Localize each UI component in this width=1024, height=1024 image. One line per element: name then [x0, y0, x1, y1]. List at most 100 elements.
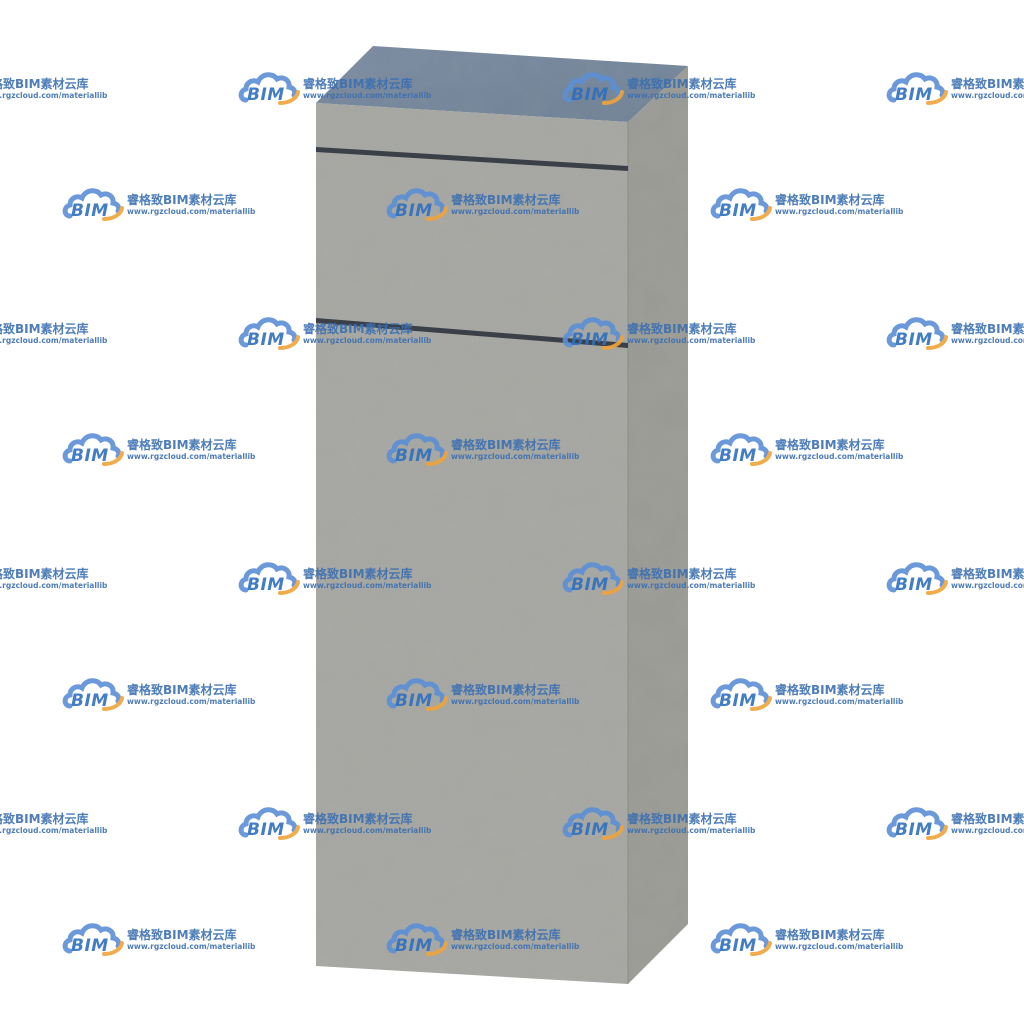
watermark-logo-text: BIM: [247, 820, 285, 840]
cloud-icon: [238, 317, 300, 350]
watermark-logo-text: BIM: [719, 446, 757, 466]
watermark: BIM 睿格致BIM素材云库 www.rgzcloud.com/material…: [562, 560, 762, 600]
pillar-joint-upper: [316, 147, 628, 171]
watermark: BIM 睿格致BIM素材云库 www.rgzcloud.com/material…: [562, 70, 762, 110]
watermark-logo-text: BIM: [247, 575, 285, 595]
watermark-logo-text: BIM: [247, 85, 285, 105]
watermark-brand-name: 睿格致BIM素材云库: [775, 193, 885, 207]
watermark: BIM 睿格致BIM素材云库 www.rgzcloud.com/material…: [386, 431, 586, 471]
watermark-url: www.rgzcloud.com/materiallib: [0, 826, 108, 835]
watermark: BIM 睿格致BIM素材云库 www.rgzcloud.com/material…: [562, 315, 762, 355]
pillar-top-texture: [316, 46, 688, 122]
watermark-logo-text: BIM: [571, 820, 609, 840]
cloud-icon: [562, 807, 624, 840]
watermark: BIM 睿格致BIM素材云库 www.rgzcloud.com/material…: [386, 676, 586, 716]
watermark: BIM 睿格致BIM素材云库 www.rgzcloud.com/material…: [0, 560, 114, 600]
watermark: BIM 睿格致BIM素材云库 www.rgzcloud.com/material…: [386, 921, 586, 961]
cloud-icon: [886, 72, 948, 105]
cloud-icon: [562, 317, 624, 350]
watermark: BIM 睿格致BIM素材云库 www.rgzcloud.com/material…: [238, 70, 438, 110]
watermark-url: www.rgzcloud.com/materiallib: [0, 336, 108, 345]
watermark: BIM 睿格致BIM素材云库 www.rgzcloud.com/material…: [886, 560, 1024, 600]
watermark-url: www.rgzcloud.com/materiallib: [451, 452, 580, 461]
watermark: BIM 睿格致BIM素材云库 www.rgzcloud.com/material…: [238, 805, 438, 845]
watermark-brand-name: 睿格致BIM素材云库: [951, 567, 1024, 581]
watermark: BIM 睿格致BIM素材云库 www.rgzcloud.com/material…: [62, 921, 262, 961]
watermark-logo-text: BIM: [71, 936, 109, 956]
watermark-brand-name: 睿格致BIM素材云库: [303, 812, 413, 826]
watermark-brand-name: 睿格致BIM素材云库: [451, 683, 561, 697]
watermark: BIM 睿格致BIM素材云库 www.rgzcloud.com/material…: [886, 315, 1024, 355]
cloud-icon: [62, 678, 124, 711]
watermark-logo-text: BIM: [895, 820, 933, 840]
cloud-icon: [386, 188, 448, 221]
watermark: BIM 睿格致BIM素材云库 www.rgzcloud.com/material…: [386, 186, 586, 226]
watermark-url: www.rgzcloud.com/materiallib: [775, 207, 904, 216]
pillar-joint-lower: [316, 318, 628, 348]
watermark-brand-name: 睿格致BIM素材云库: [127, 683, 237, 697]
cloud-icon: [562, 72, 624, 105]
watermark-brand-name: 睿格致BIM素材云库: [951, 77, 1024, 91]
watermark-logo-text: BIM: [571, 575, 609, 595]
watermark: BIM 睿格致BIM素材云库 www.rgzcloud.com/material…: [886, 70, 1024, 110]
cloud-icon: [710, 433, 772, 466]
watermark-logo-text: BIM: [71, 446, 109, 466]
watermark: BIM 睿格致BIM素材云库 www.rgzcloud.com/material…: [710, 431, 910, 471]
watermark: BIM 睿格致BIM素材云库 www.rgzcloud.com/material…: [710, 676, 910, 716]
watermark-logo-text: BIM: [895, 85, 933, 105]
watermark-url: www.rgzcloud.com/materiallib: [127, 452, 256, 461]
watermark-url: www.rgzcloud.com/materiallib: [0, 91, 108, 100]
watermark-url: www.rgzcloud.com/materiallib: [627, 336, 756, 345]
watermark-url: www.rgzcloud.com/materiallib: [127, 942, 256, 951]
watermark: BIM 睿格致BIM素材云库 www.rgzcloud.com/material…: [238, 315, 438, 355]
cloud-icon: [62, 188, 124, 221]
watermark-url: www.rgzcloud.com/materiallib: [303, 336, 432, 345]
watermark-brand-name: 睿格致BIM素材云库: [0, 812, 89, 826]
watermark-url: www.rgzcloud.com/materiallib: [451, 942, 580, 951]
watermark: BIM 睿格致BIM素材云库 www.rgzcloud.com/material…: [710, 186, 910, 226]
pillar-side-texture: [628, 66, 688, 984]
watermark-url: www.rgzcloud.com/materiallib: [951, 91, 1024, 100]
cloud-icon: [62, 433, 124, 466]
watermark-brand-name: 睿格致BIM素材云库: [951, 812, 1024, 826]
watermark-logo-text: BIM: [395, 446, 433, 466]
watermark-logo-text: BIM: [395, 691, 433, 711]
watermark-url: www.rgzcloud.com/materiallib: [951, 826, 1024, 835]
watermark-brand-name: 睿格致BIM素材云库: [451, 438, 561, 452]
cloud-icon: [238, 562, 300, 595]
watermark-logo-text: BIM: [895, 575, 933, 595]
watermark-brand-name: 睿格致BIM素材云库: [0, 567, 89, 581]
watermark: BIM 睿格致BIM素材云库 www.rgzcloud.com/material…: [0, 70, 114, 110]
cloud-icon: [386, 923, 448, 956]
watermark-logo-text: BIM: [719, 201, 757, 221]
watermark-url: www.rgzcloud.com/materiallib: [951, 581, 1024, 590]
watermark-url: www.rgzcloud.com/materiallib: [775, 942, 904, 951]
watermark-brand-name: 睿格致BIM素材云库: [303, 77, 413, 91]
watermark: BIM 睿格致BIM素材云库 www.rgzcloud.com/material…: [710, 921, 910, 961]
watermark-url: www.rgzcloud.com/materiallib: [451, 207, 580, 216]
watermark-brand-name: 睿格致BIM素材云库: [775, 438, 885, 452]
watermark-url: www.rgzcloud.com/materiallib: [127, 697, 256, 706]
watermark-logo-text: BIM: [395, 936, 433, 956]
watermark-url: www.rgzcloud.com/materiallib: [627, 581, 756, 590]
cloud-icon: [886, 562, 948, 595]
watermark-brand-name: 睿格致BIM素材云库: [627, 812, 737, 826]
watermark-brand-name: 睿格致BIM素材云库: [127, 193, 237, 207]
watermark-url: www.rgzcloud.com/materiallib: [127, 207, 256, 216]
watermark-brand-name: 睿格致BIM素材云库: [951, 322, 1024, 336]
watermark-brand-name: 睿格致BIM素材云库: [775, 683, 885, 697]
watermark-url: www.rgzcloud.com/materiallib: [627, 91, 756, 100]
watermark-url: www.rgzcloud.com/materiallib: [0, 581, 108, 590]
watermark-url: www.rgzcloud.com/materiallib: [951, 336, 1024, 345]
watermark-url: www.rgzcloud.com/materiallib: [775, 697, 904, 706]
watermark-brand-name: 睿格致BIM素材云库: [627, 567, 737, 581]
watermark-brand-name: 睿格致BIM素材云库: [303, 567, 413, 581]
watermark-brand-name: 睿格致BIM素材云库: [775, 928, 885, 942]
watermark-logo-text: BIM: [571, 330, 609, 350]
watermark-logo-text: BIM: [719, 691, 757, 711]
watermark-brand-name: 睿格致BIM素材云库: [451, 193, 561, 207]
watermark-url: www.rgzcloud.com/materiallib: [627, 826, 756, 835]
watermark-brand-name: 睿格致BIM素材云库: [0, 77, 89, 91]
